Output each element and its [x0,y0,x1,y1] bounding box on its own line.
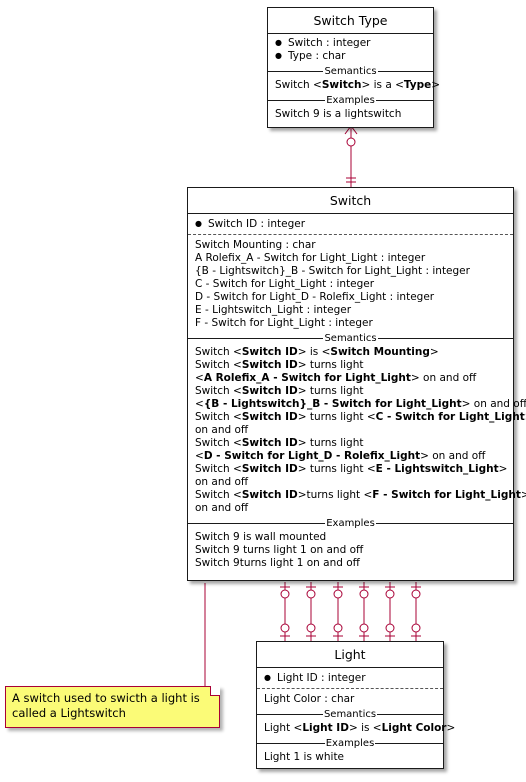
connector-switchtype-switch [344,125,358,188]
entity-switch[interactable]: Switch Switch ID : integer Switch Mounti… [187,187,526,581]
connector-switch-light [411,582,421,641]
example-text: Switch 9 is a lightswitch [275,108,402,120]
key-attribute-light-id: Light ID : integer [257,672,443,685]
attribute: A Rolefix_A - Switch for Light_Light : i… [195,252,426,264]
attribute-switch: Switch : integer [268,37,433,50]
examples-separator: Examples [257,738,443,749]
note-lightswitch: A switch used to swicth a light is calle… [5,686,220,728]
examples-separator: Examples [188,518,513,529]
entity-title: Switch [188,188,513,214]
semantics-text: Switch <Switch ID> is <Switch Mounting> … [195,346,526,514]
connector-switch-light [333,582,343,641]
examples-text: Switch 9 is wall mounted Switch 9 turns … [195,531,364,569]
semantics-text: Switch <Switch> is a <Type> [275,79,441,91]
connector-switch-light [306,582,316,641]
semantics-separator: Semantics [268,66,433,77]
examples-separator: Examples [268,95,433,106]
attribute: E - Lightswitch_Light : integer [195,304,352,316]
note-line: A switch used to swicth a light is [12,691,200,705]
entity-title: Switch Type [268,8,433,34]
semantics-separator: Semantics [188,333,513,344]
entity-switch-type[interactable]: Switch Type Switch : integer Type : char… [267,7,441,128]
entity-light[interactable]: Light Light ID : integer Light Color : c… [256,641,456,769]
attribute-type: Type : char [268,50,433,63]
key-attribute-switch-id: Switch ID : integer [188,218,513,231]
entity-title: Light [257,642,443,668]
note-line: called a Lightswitch [12,706,126,720]
attribute: F - Switch for Light_Light : integer [195,317,373,329]
example-text: Light 1 is white [264,751,345,763]
attribute: D - Switch for Light_D - Rolefix_Light :… [195,291,435,303]
note-fold-corner [210,686,220,696]
attribute: Switch Mounting : char [195,239,316,251]
connector-switch-light [280,582,290,641]
attribute-light-color: Light Color : char [264,693,355,705]
semantics-text: Light <Light ID> is <Light Color> [264,722,456,734]
connector-switch-light [385,582,395,641]
attribute: {B - Lightswitch}_B - Switch for Light_L… [195,265,470,277]
key-separator [257,688,443,689]
semantics-separator: Semantics [257,709,443,720]
connector-switch-light [359,582,369,641]
connector-switch-light-group [280,582,421,641]
key-separator [188,234,513,235]
attribute: C - Switch for Light_Light : integer [195,278,375,290]
